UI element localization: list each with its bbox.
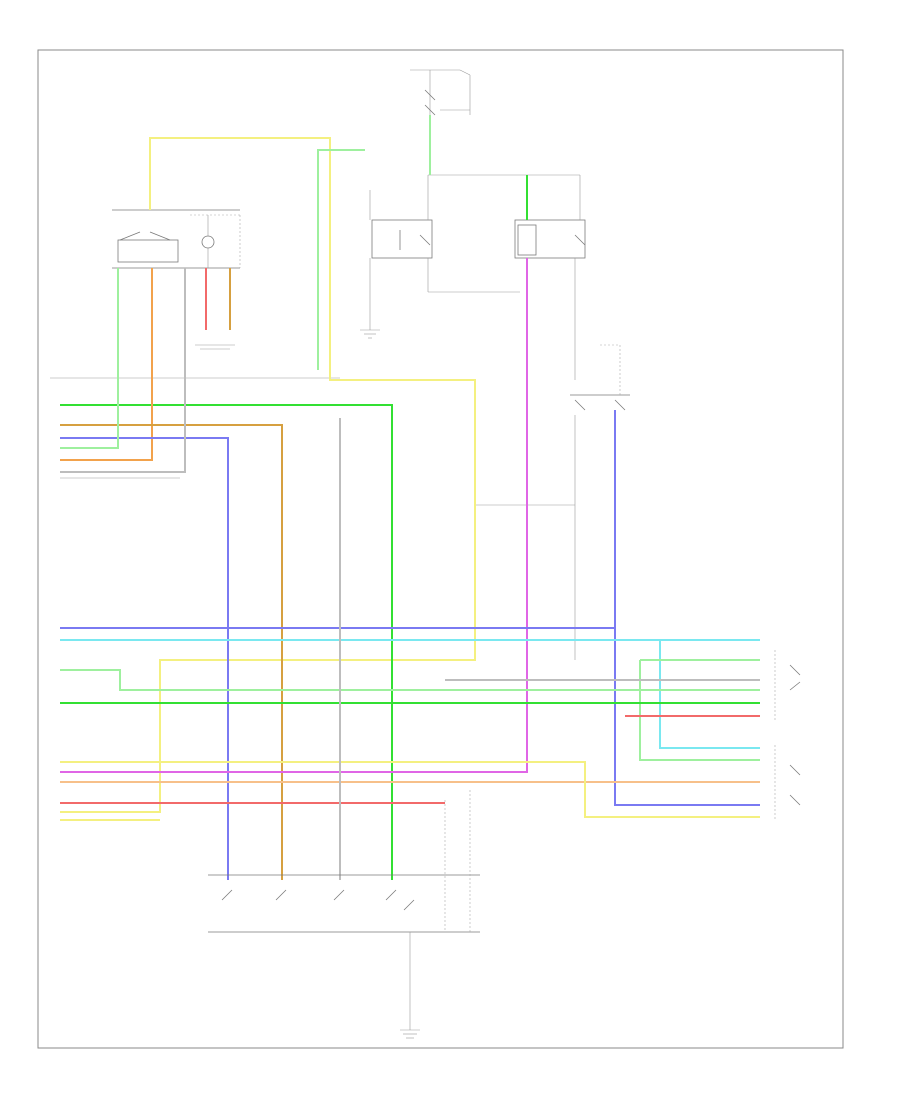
right-switch-group-2 xyxy=(774,745,801,820)
motor-icon xyxy=(201,235,215,249)
wire-grey-left xyxy=(60,268,186,473)
wire-yellow-lower xyxy=(60,761,760,818)
relay-1 xyxy=(371,219,433,259)
wire-light-green-left xyxy=(60,268,119,449)
wire-green-right-down xyxy=(639,660,760,761)
relay-bus xyxy=(369,174,581,380)
wire-orange xyxy=(60,268,153,461)
wire-pink xyxy=(60,258,528,773)
top-fuse-block xyxy=(410,69,471,116)
diagram-frame xyxy=(37,49,844,1049)
bottom-switch-module xyxy=(208,790,480,1030)
wire-group xyxy=(60,115,760,880)
bottom-ground xyxy=(400,1029,420,1039)
right-switch-group-1 xyxy=(774,650,801,720)
left-switch-unit xyxy=(112,209,241,269)
wire-light-green-top xyxy=(317,149,365,370)
ground-symbol-left xyxy=(195,344,235,350)
wire-blue xyxy=(60,437,229,880)
wire-green-lower xyxy=(60,669,760,691)
relay-2 xyxy=(514,219,586,259)
wire-gold xyxy=(60,424,283,880)
ground-symbol-center xyxy=(360,329,380,339)
wire-light-blue-down xyxy=(659,640,760,749)
left-connector xyxy=(50,377,340,479)
wire-green-main xyxy=(60,404,393,880)
right-switch xyxy=(475,344,630,660)
wire-blue-right xyxy=(60,410,616,629)
wire-blue-right-down xyxy=(614,628,760,806)
